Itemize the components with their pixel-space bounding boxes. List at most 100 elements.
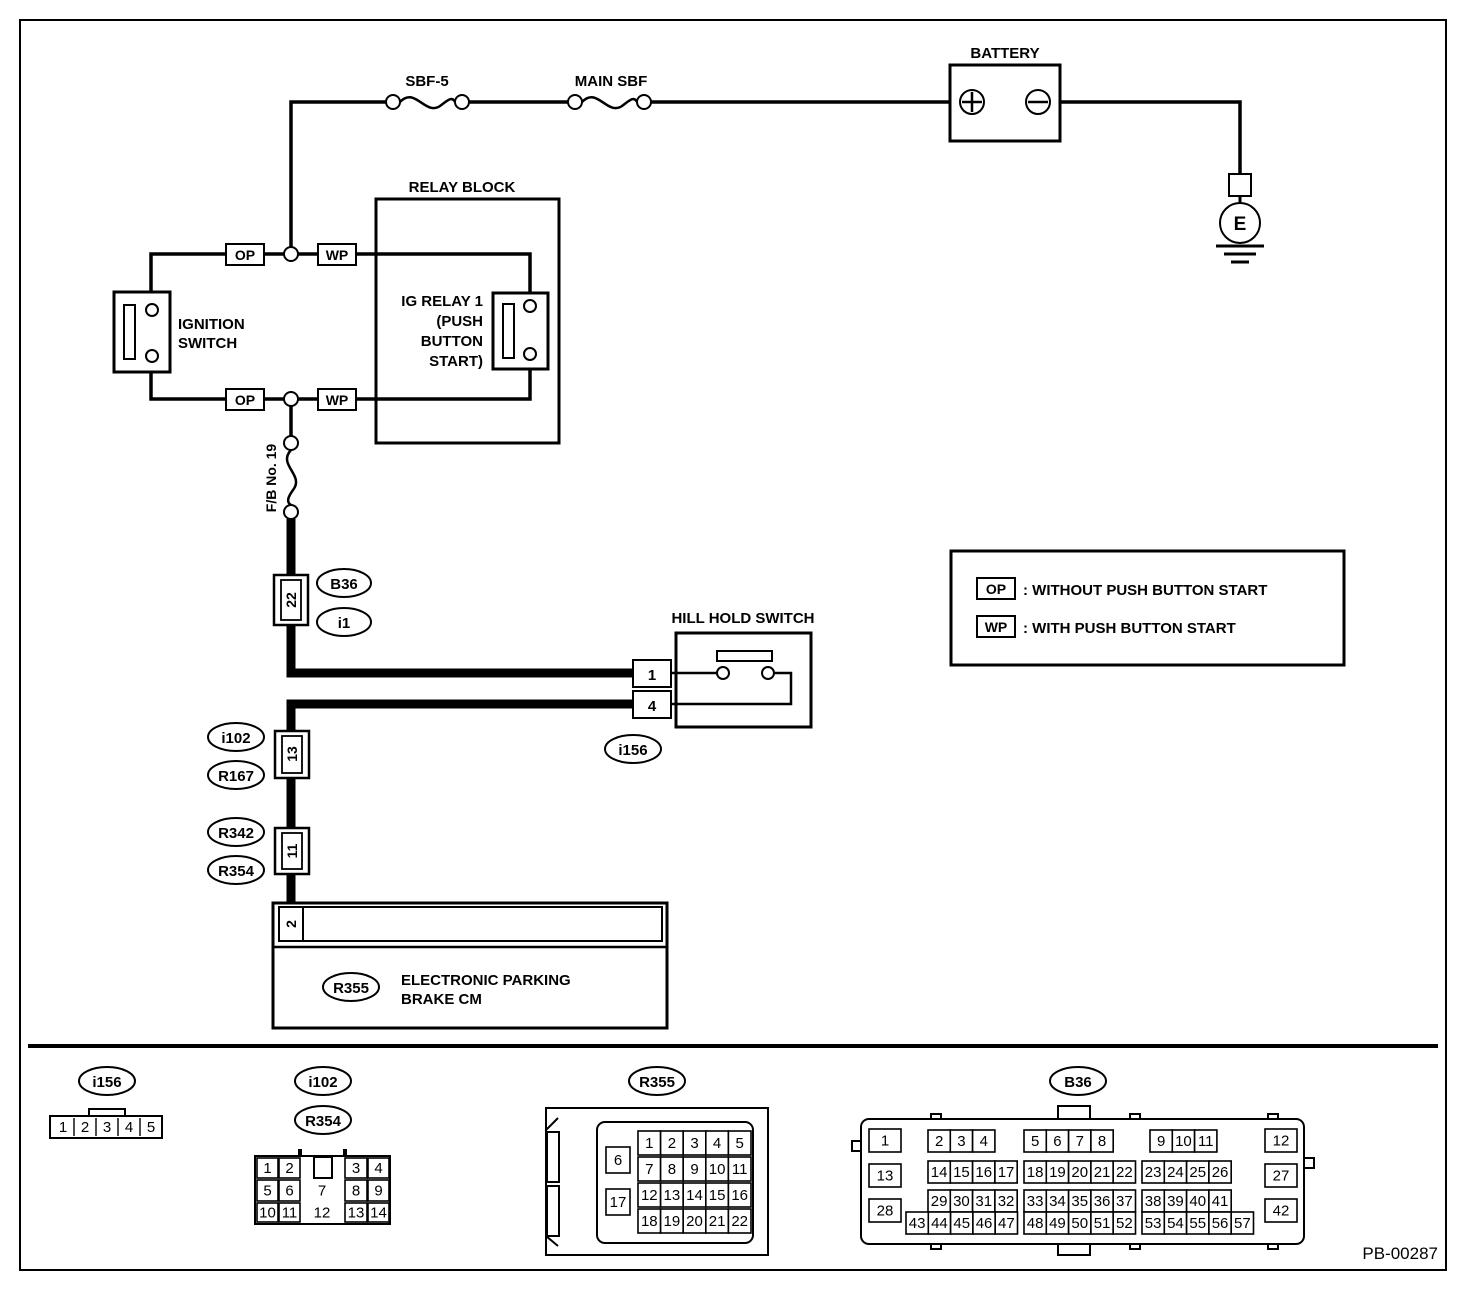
connector-pin-label: 39 <box>1167 1193 1184 1210</box>
connector-pin-label: 56 <box>1212 1215 1229 1232</box>
connector-pin-label: 13 <box>664 1187 681 1204</box>
ignition-switch-label-1: IGNITION <box>178 316 245 333</box>
connector-pin-cell <box>994 1160 1019 1184</box>
connector-pin-cell <box>344 1179 368 1202</box>
connector-pin-label: 48 <box>1027 1215 1044 1232</box>
connector-pin-label: 54 <box>1167 1215 1184 1232</box>
connector-pin-label: 21 <box>1094 1164 1111 1181</box>
connector-pin-label: 30 <box>953 1193 970 1210</box>
connector-pin-label: 6 <box>1053 1133 1061 1150</box>
svg-text:R167: R167 <box>218 768 254 785</box>
connector-pin-label: 52 <box>1116 1215 1133 1232</box>
hill-hold-pin-4: 4 <box>632 690 672 719</box>
tag-wp-upper: WP <box>317 243 357 266</box>
relay-block <box>374 197 561 445</box>
svg-text:R355: R355 <box>333 980 369 997</box>
connector-pin-label: 4 <box>374 1160 382 1177</box>
connector-pin-label: 11 <box>282 1205 298 1222</box>
connector-pin-label: 1 <box>881 1133 889 1150</box>
connector-pin-label: 4 <box>125 1119 133 1136</box>
sbf5-fuse <box>385 94 470 110</box>
svg-text:R354: R354 <box>305 1113 342 1130</box>
connector-pin-label: 33 <box>1027 1193 1044 1210</box>
tag-op-lower: OP <box>225 388 265 411</box>
connector-pin-cell <box>278 1202 301 1223</box>
connector-pin-label: 2 <box>668 1135 676 1152</box>
epb-label-1: ELECTRONIC PARKING <box>401 972 571 989</box>
connector-pin-label: 15 <box>709 1187 726 1204</box>
connector-pin-cell <box>971 1129 996 1153</box>
connector-pin-label: 53 <box>1145 1215 1162 1232</box>
connector-pin-label: 3 <box>103 1119 111 1136</box>
connector-badge-r354-face: R354 <box>294 1105 352 1135</box>
epb-label-2: BRAKE CM <box>401 991 482 1008</box>
connector-pin-label: 2 <box>285 1160 293 1177</box>
connector-pin-label: 51 <box>1094 1215 1111 1232</box>
connector-pin-label: 18 <box>1027 1164 1044 1181</box>
epb-pin-2: 2 <box>283 920 299 928</box>
connector-pin-label: 44 <box>931 1215 948 1232</box>
main-sbf-label: MAIN SBF <box>575 73 648 90</box>
svg-text:OP: OP <box>235 247 255 263</box>
relay-block-label: RELAY BLOCK <box>409 179 516 196</box>
svg-text:B36: B36 <box>1064 1074 1092 1091</box>
connector-pin-label: 8 <box>1098 1133 1106 1150</box>
connector-pin-cell <box>344 1157 368 1179</box>
connector-pin-label: 50 <box>1071 1215 1088 1232</box>
connector-pin-cell <box>868 1198 902 1223</box>
main-sbf-fuse <box>567 94 652 110</box>
connector-badge-i156-face: i156 <box>78 1066 136 1096</box>
connector-pin-label: 17 <box>998 1164 1015 1181</box>
svg-text:R342: R342 <box>218 825 254 842</box>
hill-hold-switch-label: HILL HOLD SWITCH <box>671 610 814 627</box>
legend-op: OP : WITHOUT PUSH BUTTON START <box>976 577 1267 600</box>
connector-pin-cell <box>1264 1163 1298 1188</box>
connector-pin-label: 6 <box>285 1183 293 1200</box>
connector-pin-cell <box>1112 1160 1137 1184</box>
svg-text:WP: WP <box>326 247 349 263</box>
connector-pin-label: 3 <box>352 1160 360 1177</box>
connector-pin-cell <box>605 1146 631 1174</box>
connector-pin-label: 2 <box>81 1119 89 1136</box>
connector-pin-label: 10 <box>709 1161 726 1178</box>
svg-text:i102: i102 <box>308 1074 337 1091</box>
connector-pin-label: 8 <box>668 1161 676 1178</box>
legend-wp: WP : WITH PUSH BUTTON START <box>976 615 1236 638</box>
connector-pin-label: 32 <box>998 1193 1015 1210</box>
connector-pin-cell <box>727 1182 752 1208</box>
connector-pin-label: 38 <box>1145 1193 1162 1210</box>
connector-pin-cell <box>367 1179 390 1202</box>
connector-pin-label: 20 <box>1071 1164 1088 1181</box>
hill-hold-pin-1: 1 <box>632 659 672 688</box>
connector-pin-label: 14 <box>370 1205 387 1222</box>
svg-text:R354: R354 <box>218 863 255 880</box>
connector-pin-label: 3 <box>690 1135 698 1152</box>
junction-dot-upper <box>283 246 299 262</box>
tag-wp-lower: WP <box>317 388 357 411</box>
battery-label: BATTERY <box>970 45 1039 62</box>
connector-pin-label: 7 <box>318 1183 326 1200</box>
connector-pin-label: 17 <box>610 1194 627 1211</box>
ignition-switch <box>112 290 172 374</box>
connector-badge-b36: B36 <box>316 568 372 598</box>
connector-pin-label: 8 <box>352 1183 360 1200</box>
ig-relay-label-3: BUTTON <box>421 333 483 350</box>
connector-pin-label: 11 <box>1198 1133 1214 1150</box>
connector-pin-cell <box>367 1202 390 1223</box>
svg-text:B36: B36 <box>330 576 358 593</box>
connector-pin-label: 49 <box>1049 1215 1066 1232</box>
svg-text:OP: OP <box>986 581 1006 597</box>
connector-pin-label: 14 <box>686 1187 703 1204</box>
connector-pin-label: 5 <box>736 1135 744 1152</box>
ig-relay-label-1: IG RELAY 1 <box>401 293 483 310</box>
connector-pin-cell <box>256 1157 279 1179</box>
hill-hold-switch <box>674 631 813 729</box>
connector-pin-label: 7 <box>645 1161 653 1178</box>
svg-text:: WITH PUSH BUTTON START: : WITH PUSH BUTTON START <box>1023 620 1236 637</box>
connector-badge-r167: R167 <box>207 760 265 790</box>
connector-pin-label: 13 <box>877 1168 894 1185</box>
connector-pin-label: 22 <box>731 1213 748 1230</box>
connector-pin-cell <box>278 1157 301 1179</box>
